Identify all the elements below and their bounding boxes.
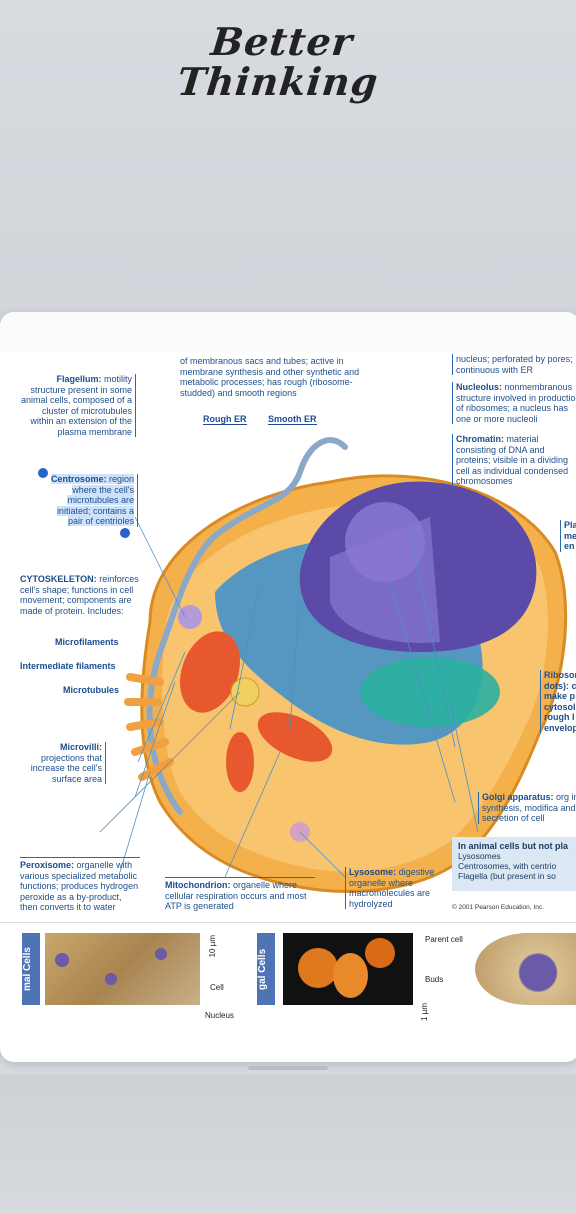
microtubules-label: Microtubules	[63, 685, 120, 695]
cytoskeleton-title: CYTOSKELETON:	[20, 574, 97, 584]
centrosome-desc: region where the cell's microtubules are…	[56, 474, 134, 526]
fungal-cells-tab: gal Cells	[257, 933, 275, 1005]
flagellum-desc: motility structure present in some anima…	[20, 374, 132, 437]
plant-cell-micrograph	[475, 933, 576, 1005]
animal-box-line2: Centrosomes, with centrio	[458, 861, 557, 871]
golgi-title: Golgi apparatus:	[482, 792, 554, 802]
animal-box-line1: Lysosomes	[458, 851, 501, 861]
peroxisome-desc: organelle with various specialized metab…	[20, 860, 139, 912]
animal-cell-micrograph	[45, 933, 200, 1005]
smooth-er-label: Smooth ER	[268, 414, 317, 425]
cell-pointer-label: Cell	[210, 983, 224, 992]
peroxisome-title: Peroxisome:	[20, 860, 75, 870]
plasma-membrane-label-cut: Pla me en	[560, 520, 576, 552]
nucleolus-title: Nucleolus:	[456, 382, 503, 392]
nucleolus-desc: nonmembranous structure involved in prod…	[456, 382, 576, 424]
animal-cell-illustration	[99, 437, 568, 893]
yeast-micrograph	[283, 933, 413, 1005]
animal-box-line3: Flagella (but present in so	[458, 871, 556, 881]
app-title-line2: Thinking	[175, 59, 381, 104]
leader-lines	[99, 516, 479, 878]
app-title-line1: Better	[208, 19, 356, 64]
copyright-text: © 2001 Pearson Education, Inc.	[452, 904, 544, 911]
cell-figure: of membranous sacs and tubes; active in …	[0, 352, 576, 922]
er-description: of membranous sacs and tubes; active in …	[180, 356, 360, 398]
document-toolbar	[0, 312, 576, 353]
mitochondrion-title: Mitochondrion:	[165, 880, 231, 890]
peroxisome-shape	[178, 605, 202, 629]
lysosome-label: Lysosome: digestive organelle where macr…	[345, 867, 444, 909]
app-title: Better Thinking	[146, 19, 414, 104]
bottom-panel	[0, 1075, 576, 1214]
mitochondrion-label: Mitochondrion: organelle where cellular …	[165, 877, 315, 912]
flagellum-title: Flagellum:	[56, 374, 102, 384]
mitochondrion-shape-1	[180, 631, 240, 713]
document-card[interactable]: of membranous sacs and tubes; active in …	[0, 312, 576, 1062]
animal-cells-tab: mal Cells	[22, 933, 40, 1005]
micrograph-nucleus-dot	[55, 953, 69, 967]
intermediate-filaments-label: Intermediate filaments	[20, 661, 116, 671]
microvilli-label: Microvilli: projections that increase th…	[20, 742, 106, 784]
microfilaments-label: Microfilaments	[55, 637, 119, 647]
microvilli-title: Microvilli:	[59, 742, 102, 752]
nucleus-pointer-label: Nucleus	[205, 1011, 234, 1020]
scale-bar-label-2: 1 µm	[420, 1003, 429, 1021]
microvilli-desc: projections that increase the cell's sur…	[30, 752, 102, 784]
yeast-cell	[333, 953, 368, 998]
peroxisome-label: Peroxisome: organelle with various speci…	[20, 857, 140, 913]
chromatin-label: Chromatin: material consisting of DNA an…	[452, 434, 576, 487]
nucleolus-shape	[345, 502, 425, 582]
scale-bar-label-1: 10 µm	[208, 935, 217, 958]
golgi-shape	[360, 657, 500, 727]
lysosome-desc: digestive organelle where macromolecules…	[349, 867, 435, 909]
selection-handle-end[interactable]	[120, 528, 130, 538]
nuclear-envelope-description: nucleus; perforated by pores; continuous…	[452, 354, 576, 375]
golgi-desc: org in synthesis, modifica and secretion…	[482, 792, 576, 823]
golgi-label: Golgi apparatus: org in synthesis, modif…	[478, 792, 576, 824]
micrograph-nucleus-dot	[105, 973, 117, 985]
chromatin-title: Chromatin:	[456, 434, 504, 444]
chromatin-desc: material consisting of DNA and proteins;…	[456, 434, 569, 486]
yeast-cell	[298, 948, 338, 988]
mitochondrion-shape-3	[226, 732, 254, 792]
centrosome-title: Centrosome:	[50, 474, 107, 484]
rough-er-label: Rough ER	[203, 414, 247, 425]
app-header-panel: Better Thinking	[0, 0, 576, 340]
micrograph-strip: mal Cells 10 µm Cell Nucleus gal Cells P…	[0, 922, 576, 1033]
animal-box-title: In animal cells but not pla	[458, 841, 569, 851]
lysosome-title: Lysosome:	[349, 867, 397, 877]
mitochondrion-shape-2	[257, 712, 333, 762]
buds-label: Buds	[425, 975, 444, 984]
cytoskeleton-desc: reinforces cell's shape; functions in ce…	[20, 574, 139, 616]
cytoskeleton-label: CYTOSKELETON: reinforces cell's shape; f…	[20, 574, 150, 616]
micrograph-nucleus-dot	[155, 948, 167, 960]
yeast-cell	[365, 938, 395, 968]
nucleolus-label: Nucleolus: nonmembranous structure invol…	[452, 382, 576, 424]
home-indicator[interactable]	[248, 1066, 328, 1070]
parent-cell-label: Parent cell	[425, 935, 463, 944]
mitochondrion-desc: organelle where cellular respiration occ…	[165, 880, 307, 911]
centrosome-label[interactable]: Centrosome: region where the cell's micr…	[40, 474, 138, 527]
ribosome-label-cut: Ribosom dots): c make p cytosol rough l …	[540, 670, 576, 733]
selection-handle-start[interactable]	[38, 468, 48, 478]
centrosome-shape	[230, 677, 260, 707]
flagellum-label: Flagellum: motility structure present in…	[20, 374, 136, 437]
animal-cells-only-box: In animal cells but not pla Lysosomes Ce…	[452, 837, 576, 891]
